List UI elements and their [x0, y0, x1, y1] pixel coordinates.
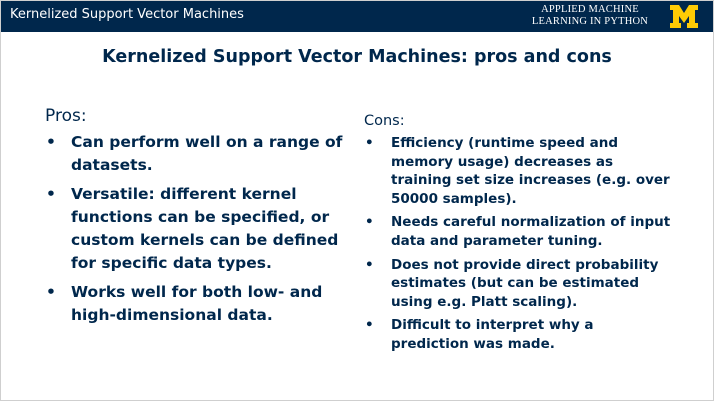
- pros-list-item: • Works well for both low- and high-dimen…: [45, 281, 345, 327]
- bullet-icon: •: [365, 256, 374, 273]
- pros-item-text: Can perform well on a range of datasets.: [71, 133, 343, 174]
- pros-heading: Pros:: [45, 106, 87, 126]
- pros-list-item: • Can perform well on a range of datasets…: [45, 131, 345, 177]
- pros-list-item: • Versatile: different kernel functions c…: [45, 183, 345, 275]
- cons-item-text: Needs careful normalization of input dat…: [391, 214, 671, 249]
- bullet-icon: •: [365, 317, 374, 334]
- bullet-icon: •: [46, 185, 56, 203]
- header-title: Kernelized Support Vector Machines: [10, 7, 244, 22]
- university-m-logo-icon: [670, 5, 698, 28]
- header-bar: Kernelized Support Vector Machines APPLI…: [1, 1, 713, 32]
- cons-item-text: Efficiency (runtime speed and memory usa…: [391, 135, 670, 207]
- course-name-line-2: LEARNING IN PYTHON: [531, 16, 649, 27]
- bullet-icon: •: [46, 283, 56, 301]
- pros-column: Pros: • Can perform well on a range of da…: [45, 105, 345, 333]
- cons-item-text: Difficult to interpret why a prediction …: [391, 317, 594, 352]
- cons-list: • Efficiency (runtime speed and memory us…: [364, 134, 674, 354]
- slide-title: Kernelized Support Vector Machines: pros…: [102, 47, 612, 67]
- pros-list: • Can perform well on a range of datasets…: [45, 131, 345, 327]
- course-name: APPLIED MACHINE LEARNING IN PYTHON: [525, 4, 655, 28]
- course-name-line-1: APPLIED MACHINE: [541, 4, 639, 15]
- cons-column: Cons: • Efficiency (runtime speed and mem…: [364, 112, 674, 359]
- bullet-icon: •: [365, 214, 374, 231]
- bullet-icon: •: [46, 133, 56, 151]
- cons-item-text: Does not provide direct probability esti…: [391, 256, 659, 310]
- cons-list-item: • Does not provide direct probability est…: [364, 256, 674, 312]
- cons-heading: Cons:: [364, 113, 405, 129]
- pros-item-text: Versatile: different kernel functions ca…: [71, 185, 339, 272]
- cons-list-item: • Needs careful normalization of input da…: [364, 213, 674, 250]
- pros-item-text: Works well for both low- and high-dimens…: [71, 283, 323, 324]
- bullet-icon: •: [365, 135, 374, 151]
- cons-list-item: • Difficult to interpret why a prediction…: [364, 316, 674, 353]
- cons-list-item: • Efficiency (runtime speed and memory us…: [364, 134, 674, 208]
